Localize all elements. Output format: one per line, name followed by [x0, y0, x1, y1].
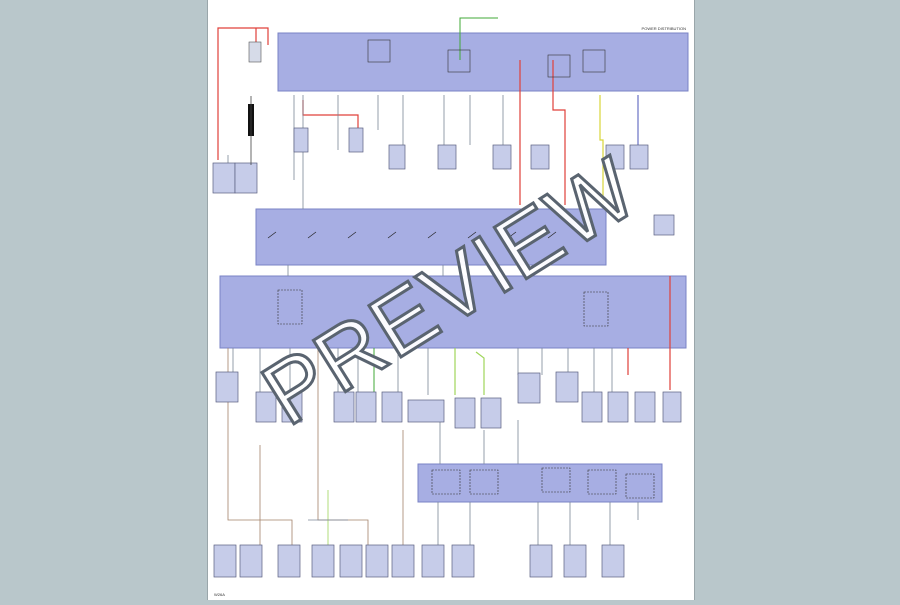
component-box-34	[451, 544, 475, 578]
component-box-26	[213, 544, 237, 578]
component-box-25	[662, 391, 682, 423]
wiring-diagram-sheet: POWER DISTRIBUTION W26A	[207, 0, 695, 600]
ignition-contact-3	[387, 231, 397, 239]
component-box-37	[601, 544, 625, 578]
bottom-relay-symbol-0	[431, 469, 461, 495]
wiring-diagram: POWER DISTRIBUTION W26A	[212, 17, 689, 597]
component-box-10	[653, 214, 675, 236]
component-box-20	[517, 372, 541, 404]
component-box-17	[407, 399, 445, 423]
component-box-0	[212, 162, 236, 194]
fuse-block-top	[277, 32, 689, 92]
component-box-31	[365, 544, 389, 578]
component-box-28	[277, 544, 301, 578]
red-wire-fuse-feed	[302, 100, 359, 130]
relay-symbol-2	[547, 54, 571, 78]
ignition-contact-2	[347, 231, 357, 239]
component-box-27	[239, 544, 263, 578]
component-box-36	[563, 544, 587, 578]
component-box-3	[348, 127, 364, 153]
component-box-12	[255, 391, 277, 423]
component-box-9	[629, 144, 649, 170]
component-box-16	[381, 391, 403, 423]
component-box-5	[437, 144, 457, 170]
component-box-18	[454, 397, 476, 429]
component-box-22	[581, 391, 603, 423]
relay-symbol-0	[367, 39, 391, 63]
ignition-contact-1	[307, 231, 317, 239]
bottom-relay-symbol-1	[469, 469, 499, 495]
mid-relay-symbol-0	[277, 289, 303, 325]
ignition-contact-0	[267, 231, 277, 239]
relay-symbol-3	[582, 49, 606, 73]
junction-block-middle	[219, 275, 687, 349]
component-box-13	[281, 391, 303, 423]
bottom-relay-symbol-2	[541, 467, 571, 493]
component-box-15	[355, 391, 377, 423]
bottom-left-label: W26A	[214, 592, 225, 597]
component-box-1	[234, 162, 258, 194]
brown-wire-mid	[317, 348, 369, 545]
component-box-11	[215, 371, 239, 403]
component-box-19	[480, 397, 502, 429]
red-wire-right	[552, 60, 566, 205]
power-module-bottom	[417, 463, 663, 503]
component-box-14	[333, 391, 355, 423]
component-box-32	[391, 544, 415, 578]
relay-symbol-1	[447, 49, 471, 73]
green-wire-top	[459, 17, 498, 60]
mid-relay-symbol-1	[583, 291, 609, 327]
component-box-8	[605, 144, 625, 170]
component-box-35	[529, 544, 553, 578]
top-right-label: POWER DISTRIBUTION	[642, 26, 687, 31]
component-box-6	[492, 144, 512, 170]
ignition-contact-4	[427, 231, 437, 239]
component-box-23	[607, 391, 629, 423]
bottom-relay-symbol-3	[587, 469, 617, 495]
ignition-contact-7	[547, 231, 557, 239]
ignition-contact-6	[507, 231, 517, 239]
battery-red-wire	[217, 27, 269, 160]
component-box-24	[634, 391, 656, 423]
component-box-2	[293, 127, 309, 153]
ignition-contact-5	[467, 231, 477, 239]
bottom-relay-symbol-4	[625, 473, 655, 499]
lightgreen-wire-2	[475, 351, 485, 395]
component-box-30	[339, 544, 363, 578]
component-box-21	[555, 371, 579, 403]
component-box-29	[311, 544, 335, 578]
ignition-switch-block	[255, 208, 607, 266]
yellow-wire	[599, 95, 604, 205]
component-box-33	[421, 544, 445, 578]
battery-box	[248, 41, 262, 63]
component-box-7	[530, 144, 550, 170]
component-box-4	[388, 144, 406, 170]
